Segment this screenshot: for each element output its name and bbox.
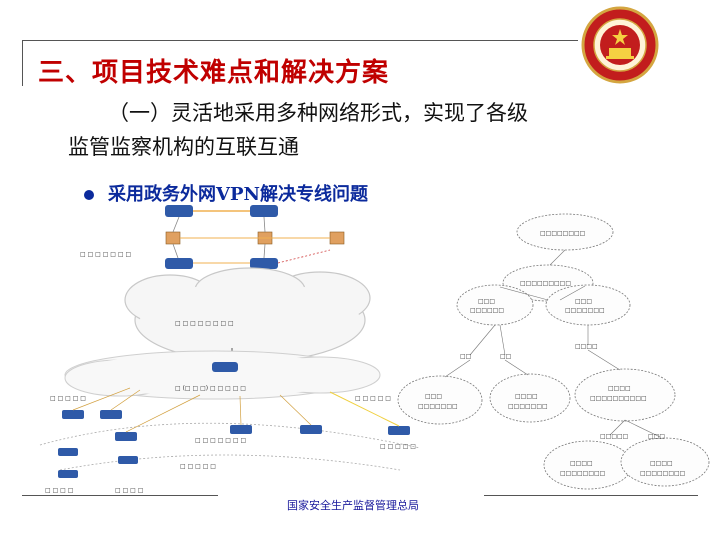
svg-text:□□□□: □□□□ bbox=[515, 393, 538, 400]
svg-text:□ □ □ □ □: □ □ □ □ □ bbox=[380, 443, 416, 450]
svg-text:□□□□: □□□□ bbox=[575, 343, 598, 350]
title-frame-line bbox=[22, 40, 578, 41]
cloud-icon bbox=[124, 267, 371, 363]
footer-line-right bbox=[484, 495, 698, 496]
subtitle-line-1: （一）灵活地采用多种网络形式，实现了各级 bbox=[108, 101, 528, 125]
subtitle-line-2: 监管监察机构的互联互通 bbox=[68, 135, 299, 159]
svg-text:□ (□ □ □) □ □ □ □ □: □ (□ □ □) □ □ □ □ □ bbox=[175, 385, 246, 392]
svg-text:□□□□□□□□: □□□□□□□□ bbox=[640, 470, 685, 477]
svg-text:□□: □□ bbox=[500, 353, 511, 360]
svg-text:□□□□□: □□□□□ bbox=[600, 433, 628, 440]
svg-text:□□□□: □□□□ bbox=[650, 460, 673, 467]
svg-text:□ □ □ □ □ □ □: □ □ □ □ □ □ □ bbox=[80, 251, 131, 258]
svg-text:□ □ □ □ □ □ □ □: □ □ □ □ □ □ □ □ bbox=[175, 320, 234, 327]
cloud-icon bbox=[397, 213, 710, 490]
svg-text:□□□□□□□□: □□□□□□□□ bbox=[540, 230, 585, 237]
svg-text:□□□: □□□ bbox=[425, 393, 442, 400]
svg-text:□□□: □□□ bbox=[478, 298, 495, 305]
svg-text:□□□□□□□: □□□□□□□ bbox=[418, 403, 458, 410]
svg-text:□ □ □ □ □: □ □ □ □ □ bbox=[180, 463, 216, 470]
svg-text:□□□□□□□□□□: □□□□□□□□□□ bbox=[590, 395, 647, 402]
router-icon bbox=[165, 258, 278, 269]
svg-text:□ □ □ □ □ □ □: □ □ □ □ □ □ □ bbox=[195, 437, 246, 444]
svg-text:□□□□□□□: □□□□□□□ bbox=[508, 403, 548, 410]
svg-text:□□□□: □□□□ bbox=[570, 460, 593, 467]
bullet-dot-icon bbox=[84, 190, 94, 200]
slide-title: 三、项目技术难点和解决方案 bbox=[38, 58, 390, 88]
svg-text:□ □ □ □: □ □ □ □ bbox=[115, 487, 143, 494]
cloud-icon bbox=[64, 350, 381, 400]
svg-text:□ □ □ □: □ □ □ □ bbox=[45, 487, 73, 494]
svg-text:□□□□□□: □□□□□□ bbox=[470, 307, 504, 314]
footer-org-name: 国家安全生产监督管理总局 bbox=[287, 499, 419, 512]
svg-text:□ □ □ □ □: □ □ □ □ □ bbox=[355, 395, 391, 402]
bullet-text: 采用政务外网VPN解决专线问题 bbox=[108, 184, 368, 205]
router-icon bbox=[212, 362, 238, 372]
router-icon bbox=[58, 410, 410, 478]
router-icon bbox=[165, 205, 278, 217]
svg-text:□□□□□□□: □□□□□□□ bbox=[565, 307, 605, 314]
title-frame-line-left bbox=[22, 40, 23, 86]
svg-text:□□□: □□□ bbox=[575, 298, 592, 305]
footer-line-left bbox=[22, 495, 218, 496]
svg-text:□ □ □ □ □: □ □ □ □ □ bbox=[50, 395, 86, 402]
svg-text:□□□: □□□ bbox=[648, 433, 665, 440]
svg-text:□□□□: □□□□ bbox=[608, 385, 631, 392]
subtitle: （一）灵活地采用多种网络形式，实现了各级 监管监察机构的互联互通 bbox=[68, 96, 678, 164]
national-emblem-icon bbox=[581, 6, 659, 84]
bullet-item: 采用政务外网VPN解决专线问题 bbox=[84, 180, 368, 206]
svg-text:□□□□□□□□: □□□□□□□□ bbox=[560, 470, 605, 477]
svg-text:□□: □□ bbox=[460, 353, 471, 360]
svg-text:□□□□□□□□□: □□□□□□□□□ bbox=[520, 280, 571, 287]
